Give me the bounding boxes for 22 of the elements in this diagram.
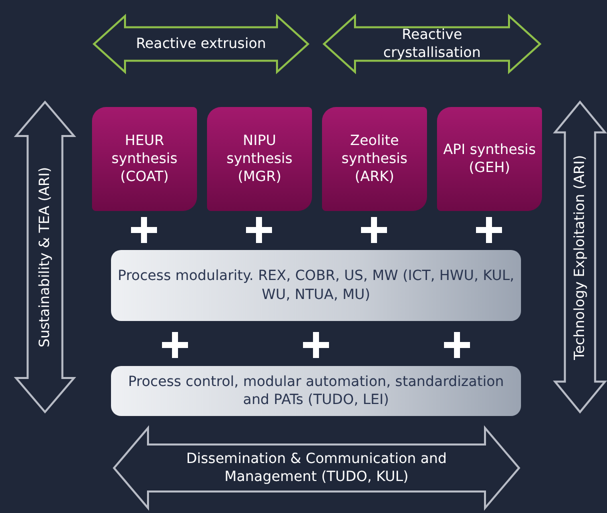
- node-label: Process control, modular automation, standardization and PATs (TUDO, LEI): [127, 372, 505, 410]
- node-label: Process modularity. REX, COBR, US, MW (ICT, HWU, KUL, WU, NTUA, MU): [117, 267, 515, 304]
- work-package-box: [92, 107, 197, 211]
- double-arrow-shape: [92, 14, 310, 74]
- double-arrow-shape: [112, 426, 521, 510]
- node-label: Zeolite synthesis (ARK): [340, 132, 408, 186]
- node-label: Technology Exploitation (ARI): [570, 154, 589, 360]
- double-arrow-shape: [14, 100, 76, 414]
- node-label: Reactive extrusion: [136, 34, 266, 54]
- double-arrow-shape: [322, 14, 542, 74]
- work-package-box: [322, 107, 427, 211]
- node-label: NIPU synthesis (MGR): [226, 132, 294, 186]
- node-label: API synthesis (GEH): [443, 140, 536, 178]
- node-label: Sustainability & TEA (ARI): [36, 166, 54, 348]
- node-label: Dissemination & Communication and Management (TUDO, KUL): [185, 450, 448, 486]
- work-package-box: [437, 107, 542, 211]
- process-bar: [111, 366, 521, 416]
- work-package-box: [207, 107, 312, 211]
- node-label: Reactive crystallisation: [382, 26, 482, 62]
- double-arrow-shape: [553, 100, 607, 414]
- process-bar: [111, 250, 521, 321]
- node-label: HEUR synthesis (COAT): [110, 132, 178, 186]
